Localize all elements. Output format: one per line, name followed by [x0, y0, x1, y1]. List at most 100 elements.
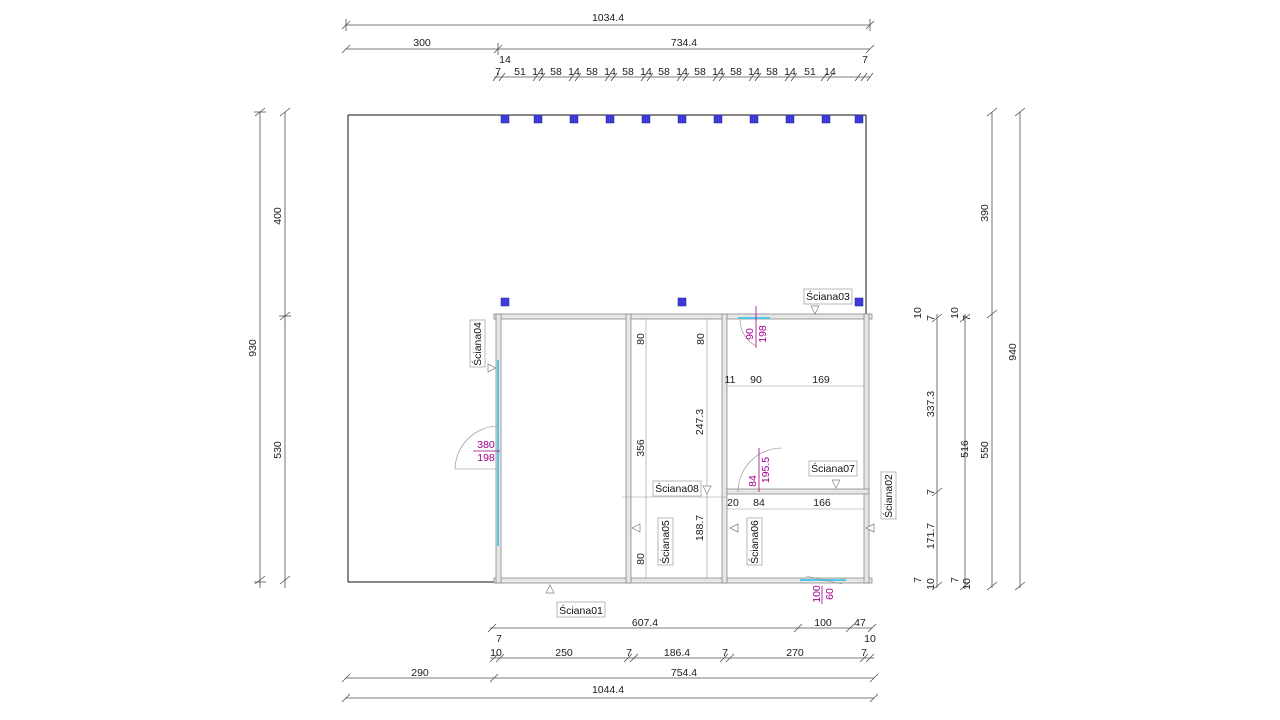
post-tick [604, 72, 612, 82]
dim-bottom-total: 1044.4 [592, 684, 624, 696]
dim-left-total: 930 [247, 339, 259, 357]
walls [493, 313, 873, 584]
dim-right-small-5: 7 [912, 577, 924, 583]
wall-marker [865, 523, 875, 533]
door-top-height: 198 [757, 325, 769, 343]
dim-bottom-end: 47 [854, 617, 866, 629]
post [533, 114, 543, 124]
post [569, 114, 579, 124]
door-top: 90 198 [738, 306, 770, 348]
dim-bottom-small-b: 10 [490, 647, 502, 659]
dim-bottom-right: 754.4 [671, 667, 697, 679]
dim-top-left: 300 [413, 37, 431, 49]
door-bottom-height: 60 [824, 588, 836, 600]
post-spacing-label: 14 [748, 66, 760, 78]
wall-marker [487, 363, 497, 373]
dim-inner-80-c: 80 [635, 553, 647, 565]
terrace-outline [347, 114, 867, 583]
dim-right-total: 940 [1007, 343, 1019, 361]
post-tick [826, 72, 834, 82]
post-spacing-label: 14 [532, 66, 544, 78]
wall-marker [545, 584, 555, 594]
post-tick [538, 72, 546, 82]
post-spacing-label: 14 [824, 66, 836, 78]
dim-inner-188: 188.7 [694, 515, 706, 541]
dim-right-upper: 390 [979, 204, 991, 222]
post-tick [860, 72, 868, 82]
dim-inner-169: 169 [812, 374, 830, 386]
door-middle: 84 195.5 [737, 447, 783, 493]
dim-bottom-room-6: 7 [861, 647, 867, 659]
post-tick [498, 72, 506, 82]
post-tick [712, 72, 720, 82]
post-spacing-label: 14 [784, 66, 796, 78]
dim-right-small-7: 7 [949, 577, 961, 583]
right-dimensions: 940 390 550 516 337.3 171.7 7 10 7 10 7 … [912, 107, 1026, 591]
interior-dimensions: 80 80 80 356 247.3 188.7 11 90 169 20 84… [635, 333, 831, 565]
post [641, 114, 651, 124]
dim-room-right-small: 7 [925, 489, 937, 495]
post-spacing-label: 58 [730, 66, 742, 78]
door-top-width: 90 [744, 328, 756, 340]
dim-inner-80-a: 80 [635, 333, 647, 345]
dim-left-upper: 400 [272, 207, 284, 225]
dim-room-right-lower: 171.7 [925, 523, 937, 549]
post-spacing-label: 14 [604, 66, 616, 78]
dim-inner-356: 356 [635, 439, 647, 457]
dim-bottom-door: 100 [814, 617, 832, 629]
bottom-dimensions: 607.4 100 47 7 10 10 250 7 186.4 7 270 7… [341, 617, 879, 703]
dim-inner-166: 166 [813, 497, 831, 509]
dim-room-right-upper: 337.3 [925, 391, 937, 417]
dim-right-small-8: 10 [961, 578, 973, 590]
post-spacing-label: 7 [495, 66, 501, 78]
dim-right-lower: 550 [979, 441, 991, 459]
wall-labels: Ściana01 Ściana02 Ściana03 Ściana04 Ścia… [469, 288, 897, 618]
dim-right-small-6: 10 [925, 578, 937, 590]
dim-top-small-end: 7 [862, 54, 868, 66]
dim-bottom-room-4: 7 [722, 647, 728, 659]
door-middle-width: 84 [747, 475, 759, 487]
post [677, 114, 687, 124]
wall-interior-06 [721, 313, 728, 584]
dim-bottom-small-end: 10 [864, 633, 876, 645]
post [713, 114, 723, 124]
post [605, 114, 615, 124]
post-tick [754, 72, 762, 82]
dim-bottom-room-5: 270 [786, 647, 804, 659]
posts [500, 114, 864, 307]
post-spacing-label: 58 [550, 66, 562, 78]
post-spacing-label: 14 [676, 66, 688, 78]
dim-inner-80-b: 80 [695, 333, 707, 345]
post [677, 297, 687, 307]
door-main: 380 198 [454, 425, 500, 470]
post-spacing-label: 14 [712, 66, 724, 78]
post-spacing-label: 58 [622, 66, 634, 78]
dim-left-lower: 530 [272, 441, 284, 459]
dim-bottom-small-a: 7 [496, 633, 502, 645]
post-spacing-label: 58 [658, 66, 670, 78]
door-main-width: 380 [477, 439, 495, 451]
wall-label-04: Ściana04 [471, 322, 484, 366]
dim-inner-90: 90 [750, 374, 762, 386]
post-tick [646, 72, 654, 82]
post-spacing-label: 58 [586, 66, 598, 78]
post-tick [820, 72, 828, 82]
post-tick [866, 72, 874, 82]
post-spacing-label: 58 [766, 66, 778, 78]
post [500, 114, 510, 124]
post-tick [568, 72, 576, 82]
post-spacing-label: 58 [694, 66, 706, 78]
post [500, 297, 510, 307]
post [749, 114, 759, 124]
dim-bottom-left: 290 [411, 667, 429, 679]
post-tick [574, 72, 582, 82]
wall-label-02: Ściana02 [882, 474, 895, 518]
post-tick [532, 72, 540, 82]
post-tick [854, 72, 862, 82]
post-spacing-label: 14 [640, 66, 652, 78]
post [821, 114, 831, 124]
post [785, 114, 795, 124]
dim-right-small-3: 10 [949, 307, 961, 319]
